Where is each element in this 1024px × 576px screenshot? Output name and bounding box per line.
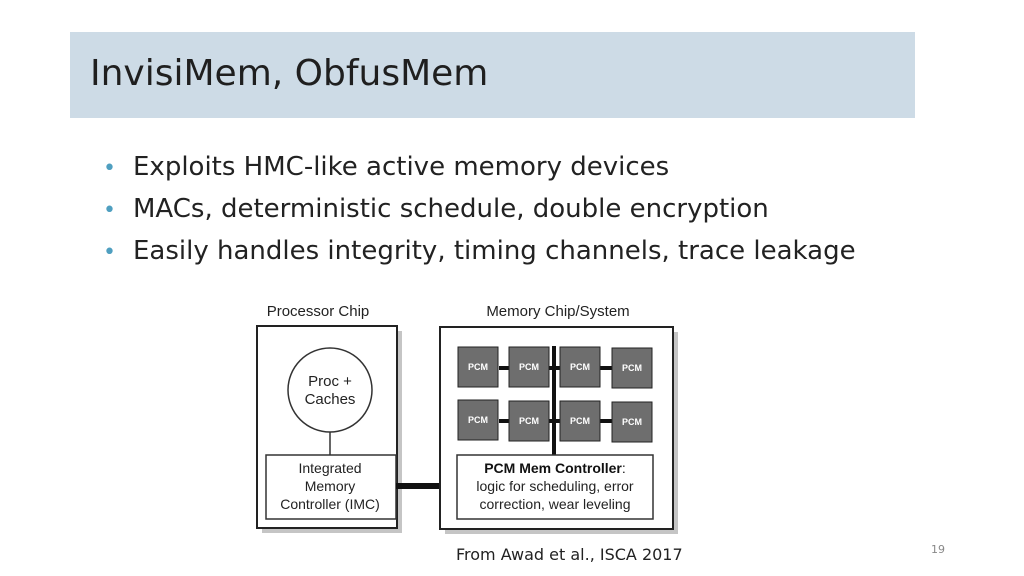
bullet-item: • Easily handles integrity, timing channe… [103,230,856,272]
bullet-text: MACs, deterministic schedule, double enc… [133,194,769,224]
title-bar: InvisiMem, ObfusMem [70,32,915,118]
bullet-list: • Exploits HMC-like active memory devices… [103,146,856,272]
imc-line: Memory [305,478,356,494]
pcm-chip [559,346,601,388]
bullet-dot-icon: • [103,156,116,181]
processor-chip-label: Processor Chip [267,303,370,320]
bullet-dot-icon: • [103,198,116,223]
pcm-controller-box [456,454,654,520]
pcm-chip [611,347,653,389]
pcm-chip-label: PCM [622,363,642,373]
bullet-dot-icon: • [103,240,116,265]
pcm-chip-label: PCM [519,416,539,426]
pcm-chip-label: PCM [570,362,590,372]
imc-box [265,454,397,520]
pcm-controller-title: PCM Mem Controller [484,460,622,476]
pcm-chip [457,346,499,388]
imc-line: Controller (IMC) [280,496,380,512]
diagram-svg: Processor Chip Proc + Caches Integrated … [256,303,678,534]
pcm-chip-label: PCM [570,416,590,426]
pcm-chip-label: PCM [468,415,488,425]
page-number: 19 [931,543,945,556]
bullet-text: Easily handles integrity, timing channel… [133,236,856,266]
bullet-item: • Exploits HMC-like active memory devices [103,146,856,188]
pcm-chip-label: PCM [622,417,642,427]
pcm-controller-heading: PCM Mem Controller: [484,460,626,476]
pcm-chip [457,399,499,441]
pcm-chip-label: PCM [468,362,488,372]
pcm-chip [508,400,550,442]
proc-caches-line: Proc + [308,373,352,390]
pcm-chip [508,346,550,388]
pcm-controller-line: correction, wear leveling [480,496,631,512]
figure-caption: From Awad et al., ISCA 2017 [456,545,683,564]
pcm-controller-colon: : [622,460,626,476]
pcm-chip-label: PCM [519,362,539,372]
bullet-text: Exploits HMC-like active memory devices [133,152,670,182]
slide-title: InvisiMem, ObfusMem [90,53,489,94]
architecture-diagram: Processor Chip Proc + Caches Integrated … [240,295,690,545]
pcm-chip [559,400,601,442]
memory-system-label: Memory Chip/System [486,303,629,320]
pcm-controller-line: logic for scheduling, error [476,478,634,494]
imc-line: Integrated [298,460,361,476]
pcm-chip [611,401,653,443]
proc-caches-circle [287,347,373,433]
proc-caches-line: Caches [305,391,356,408]
bullet-item: • MACs, deterministic schedule, double en… [103,188,856,230]
